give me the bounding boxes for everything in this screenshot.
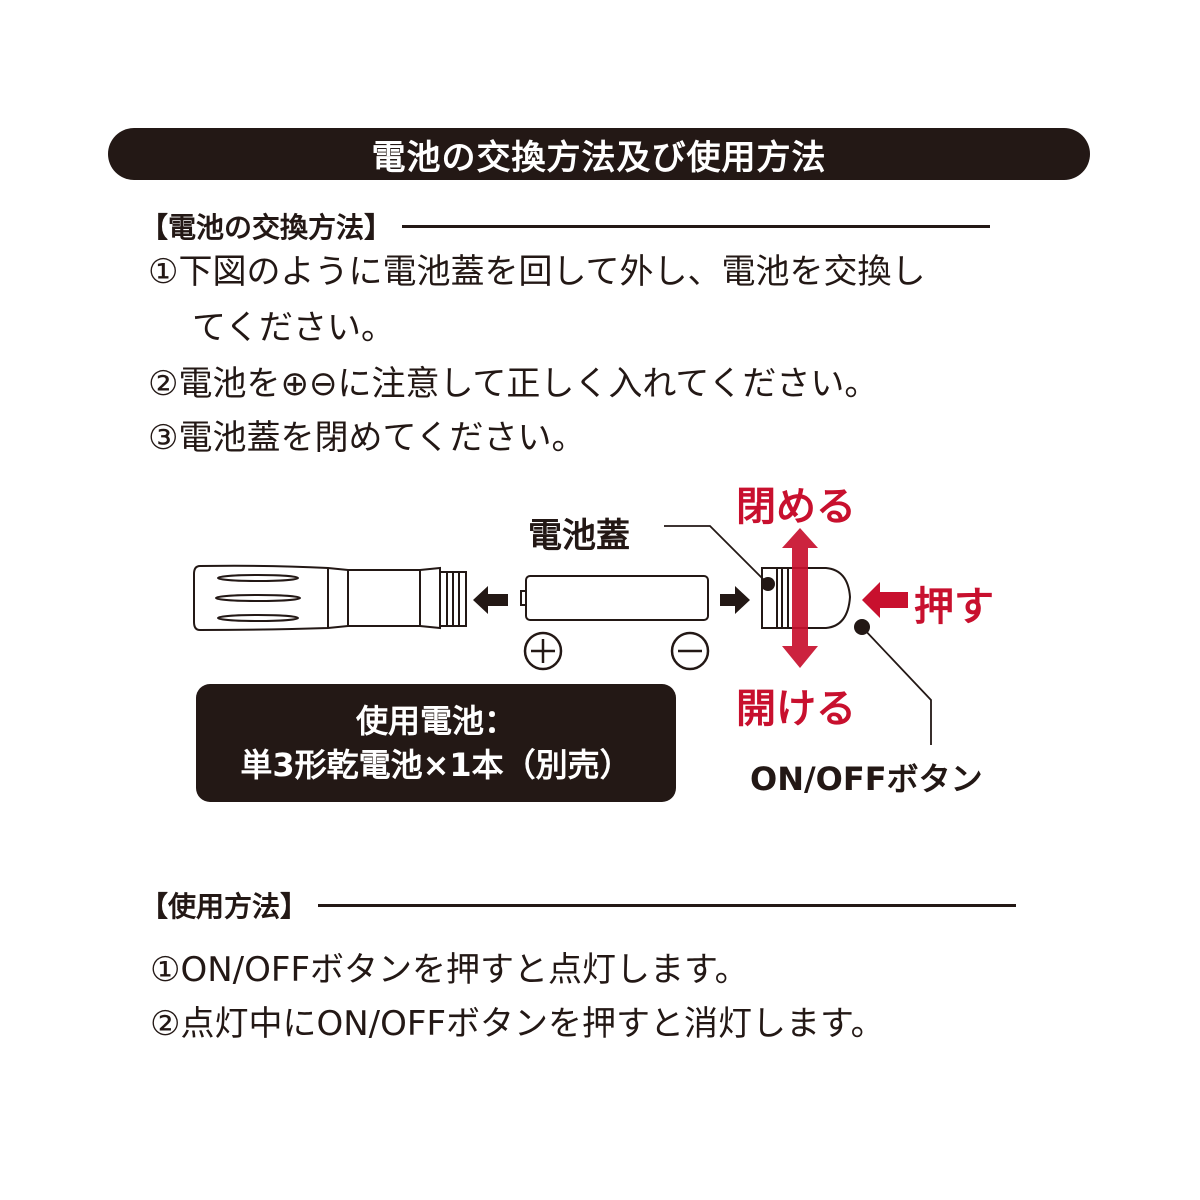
section-heading-label: 【使用方法】 [140,890,309,923]
replacement-step-3: ③電池蓋を閉めてください。 [148,418,586,458]
usage-step-2: ②点灯中にON/OFFボタンを押すと消灯します。 [150,1004,885,1044]
open-label: 開ける [736,686,856,732]
battery-cap-icon [761,567,852,629]
open-close-arrow-icon [782,528,818,668]
plus-terminal-icon [523,631,563,671]
leader-line-cap [664,525,767,583]
push-arrow-icon [862,582,908,618]
battery-info-line2: 単3形乾電池×1本（別売） [240,746,632,784]
heading-rule [402,224,991,228]
push-label: 押す [914,584,994,630]
arrow-right-icon [720,586,750,614]
battery-icon [520,575,709,621]
arrow-left-icon [473,586,508,614]
replacement-step-1: ①下図のように電池蓋を回して外し、電池を交換し [148,252,926,292]
close-label: 閉める [736,484,856,530]
minus-terminal-icon [670,631,710,671]
cap-pointer-dot [761,577,775,591]
battery-info-box: 使用電池： 単3形乾電池×1本（別売） [196,684,676,802]
heading-rule [318,903,1017,907]
replacement-step-1-cont: てください。 [192,308,395,348]
leader-line-button [861,626,932,745]
battery-cover-label: 電池蓋 [528,516,630,556]
flashlight-body-icon [193,564,467,632]
section-heading-label: 【電池の交換方法】 [140,211,393,244]
title-bar: 電池の交換方法及び使用方法 [108,128,1090,180]
usage-heading: 【使用方法】 [140,885,1017,925]
replacement-step-2: ②電池を⊕⊖に注意して正しく入れてください。 [148,364,879,404]
page-title: 電池の交換方法及び使用方法 [371,137,827,178]
battery-info-line1: 使用電池： [355,702,516,740]
on-off-button-label: ON/OFFボタン [750,760,983,798]
usage-step-1: ①ON/OFFボタンを押すと点灯します。 [150,950,749,990]
battery-replacement-heading: 【電池の交換方法】 [140,206,991,246]
